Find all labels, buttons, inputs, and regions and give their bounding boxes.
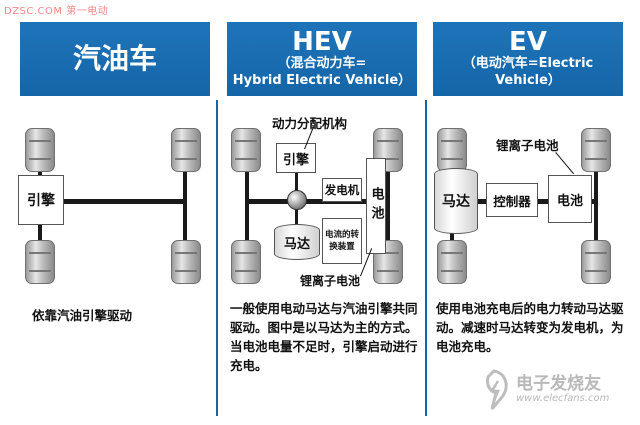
header-gasoline: 汽油车 (20, 22, 210, 96)
header-hev: HEV （混合动力车= Hybrid Electric Vehicle） (227, 22, 417, 96)
wheel (231, 128, 261, 172)
hev-description: 一般使用电动马达与汽油引擎共同驱动。图中是以马达为主的方式。当电池电量不足时，引… (230, 301, 418, 373)
axle-left (245, 150, 249, 258)
header-subtitle-2: Hybrid Electric Vehicle） (232, 72, 412, 88)
li-battery-label: 锂离子电池 (300, 274, 361, 288)
wheel (25, 128, 55, 172)
controller-box: 控制器 (486, 183, 538, 217)
generator-box: 发电机 (322, 178, 362, 202)
wheel (437, 128, 467, 172)
battery-box: 电池 (548, 175, 592, 223)
engine-box: 引擎 (18, 175, 64, 225)
power-split-label: 动力分配机构 (272, 116, 348, 131)
drive-shaft (40, 199, 186, 204)
wheel (231, 240, 261, 284)
panel-divider (216, 100, 218, 416)
engine-box: 引擎 (276, 143, 316, 173)
wheel (581, 240, 611, 284)
panel-divider (425, 100, 427, 416)
header-subtitle: （电动汽车=Electric Vehicle） (462, 56, 594, 88)
drive-shaft (247, 199, 389, 204)
header-title: EV (509, 27, 547, 58)
site-watermark: DZSC.COM 第一电动 (4, 6, 109, 17)
header-subtitle-1: （混合动力车= (277, 56, 367, 72)
logo-icon (486, 369, 508, 410)
logo-url: www.elecfans.com (516, 393, 610, 404)
pointer-line (555, 152, 574, 175)
motor-cylinder: 马达 (434, 168, 478, 234)
elecfans-logo: 电子发烧友 www.elecfans.com (480, 365, 630, 417)
converter-box: 电流的转换装置 (322, 218, 362, 264)
wheel (437, 240, 467, 284)
wheel (25, 240, 55, 284)
wheel (171, 128, 201, 172)
gasoline-description: 依靠汽油引擎驱动 (32, 308, 133, 323)
header-title: 汽油车 (72, 42, 157, 76)
logo-name: 电子发烧友 (516, 374, 601, 394)
header-ev: EV （电动汽车=Electric Vehicle） (433, 22, 623, 96)
wheel (171, 240, 201, 284)
axle-right (183, 150, 187, 258)
motor-cylinder: 马达 (274, 224, 320, 260)
power-split-gear-icon (287, 190, 307, 210)
axle-right (386, 150, 390, 258)
axle-right (594, 150, 598, 258)
battery-box: 电池 (366, 158, 386, 254)
ev-description: 使用电池充电后的电力转动马达驱动。减速时马达转变为发电机，为电池充电。 (436, 301, 624, 354)
wheel (581, 128, 611, 172)
header-title: HEV (292, 27, 352, 58)
li-battery-label: 锂离子电池 (496, 138, 559, 153)
